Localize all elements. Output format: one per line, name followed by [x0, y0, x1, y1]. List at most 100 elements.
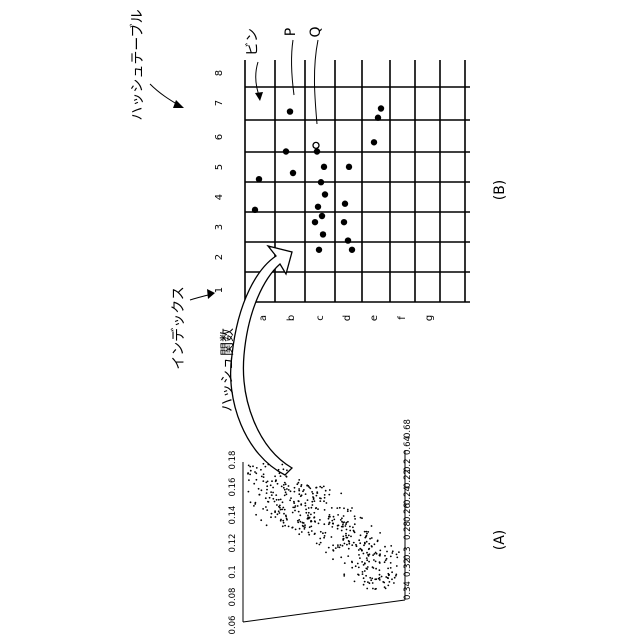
y-tick-4: 0.12 [228, 534, 238, 553]
x-tick-10: 0.68 [403, 419, 413, 438]
scatter-point [322, 532, 324, 534]
scatter-point [262, 480, 264, 482]
scatter-point [286, 493, 288, 495]
scatter-point [285, 483, 287, 485]
scatter-point [395, 575, 397, 577]
scatter-point [248, 491, 250, 493]
scatter-point [281, 486, 283, 488]
scatter-point [384, 555, 386, 557]
scatter-point [363, 577, 365, 579]
scatter-point [313, 517, 315, 519]
scatter-point [386, 551, 388, 553]
x-tick-3: 0.3 [403, 546, 413, 560]
scatter-point [362, 571, 364, 573]
table-points [252, 105, 384, 253]
scatter-point [275, 479, 277, 481]
hash-function-arrow-body [231, 246, 292, 475]
scatter-point [374, 543, 376, 545]
scatter-point [254, 471, 256, 473]
scatter-point [339, 547, 341, 549]
scatter-point [280, 475, 282, 477]
scatter-point [275, 494, 277, 496]
scatter-point [344, 562, 346, 564]
scatter-point [274, 475, 276, 477]
scatter-point [311, 491, 313, 493]
table-point [314, 148, 320, 154]
scatter-point [363, 564, 365, 566]
scatter-point [307, 499, 309, 501]
scatter-x-ticks: 0.34 0.32 0.3 0.28 0.26 0.24 0.22 0.2 0.… [403, 419, 413, 600]
table-point [283, 148, 289, 154]
scatter-point [312, 504, 314, 506]
scatter-point [355, 544, 357, 546]
scatter-point [305, 505, 307, 507]
scatter-point [388, 574, 390, 576]
scatter-point [310, 526, 312, 528]
scatter-point [272, 492, 274, 494]
scatter-point [361, 561, 363, 563]
scatter-point [331, 526, 333, 528]
scatter-point [341, 526, 343, 528]
scatter-point [379, 532, 381, 534]
scatter-point [342, 536, 344, 538]
scatter-point [294, 491, 296, 493]
scatter-point [371, 537, 373, 539]
scatter-point [278, 499, 280, 501]
scatter-point [333, 516, 335, 518]
scatter-point [363, 584, 365, 586]
scatter-point [360, 517, 362, 519]
scatter-point [310, 521, 312, 523]
scatter-point [285, 491, 287, 493]
scatter-point [325, 490, 327, 492]
scatter-point [354, 523, 356, 525]
scatter-point [295, 505, 297, 507]
x-tick-4: 0.28 [403, 521, 413, 540]
scatter-point [391, 578, 393, 580]
scatter-point [351, 562, 353, 564]
scatter-point [368, 561, 370, 563]
scatter-point [385, 576, 387, 578]
scatter-point [282, 507, 284, 509]
scatter-point [304, 502, 306, 504]
scatter-point [311, 507, 313, 509]
scatter-point [298, 533, 300, 535]
scatter-point [377, 540, 379, 542]
scatter-point [288, 526, 290, 528]
scatter-point [266, 485, 268, 487]
scatter-point [387, 568, 389, 570]
scatter-point [298, 482, 300, 484]
scatter-point [328, 547, 330, 549]
scatter-point [333, 550, 335, 552]
scatter-point [337, 546, 339, 548]
scatter-point [308, 507, 310, 509]
scatter-point [267, 481, 269, 483]
scatter-point [283, 513, 285, 515]
scatter-point [345, 525, 347, 527]
table-point [349, 247, 355, 253]
scatter-point [384, 546, 386, 548]
scatter-point [366, 557, 368, 559]
scatter-point [374, 588, 376, 590]
scatter-point [319, 538, 321, 540]
scatter-point [299, 528, 301, 530]
scatter-point [292, 512, 294, 514]
scatter-point [358, 554, 360, 556]
scatter-point [311, 530, 313, 532]
scatter-point [318, 523, 320, 525]
scatter-point [323, 486, 325, 488]
scatter-point [333, 519, 335, 521]
row-label-a: a [258, 315, 269, 321]
col-label-5: 5 [214, 164, 225, 170]
scatter-point [354, 518, 356, 520]
scatter-point [285, 515, 287, 517]
scatter-point [304, 528, 306, 530]
y-tick-1: 0.06 [228, 616, 238, 635]
scatter-point [297, 505, 299, 507]
scatter-point [320, 498, 322, 500]
scatter-point [298, 490, 300, 492]
scatter-point [300, 485, 302, 487]
scatter-point [274, 501, 276, 503]
scatter-point [337, 514, 339, 516]
scatter-point [250, 470, 252, 472]
